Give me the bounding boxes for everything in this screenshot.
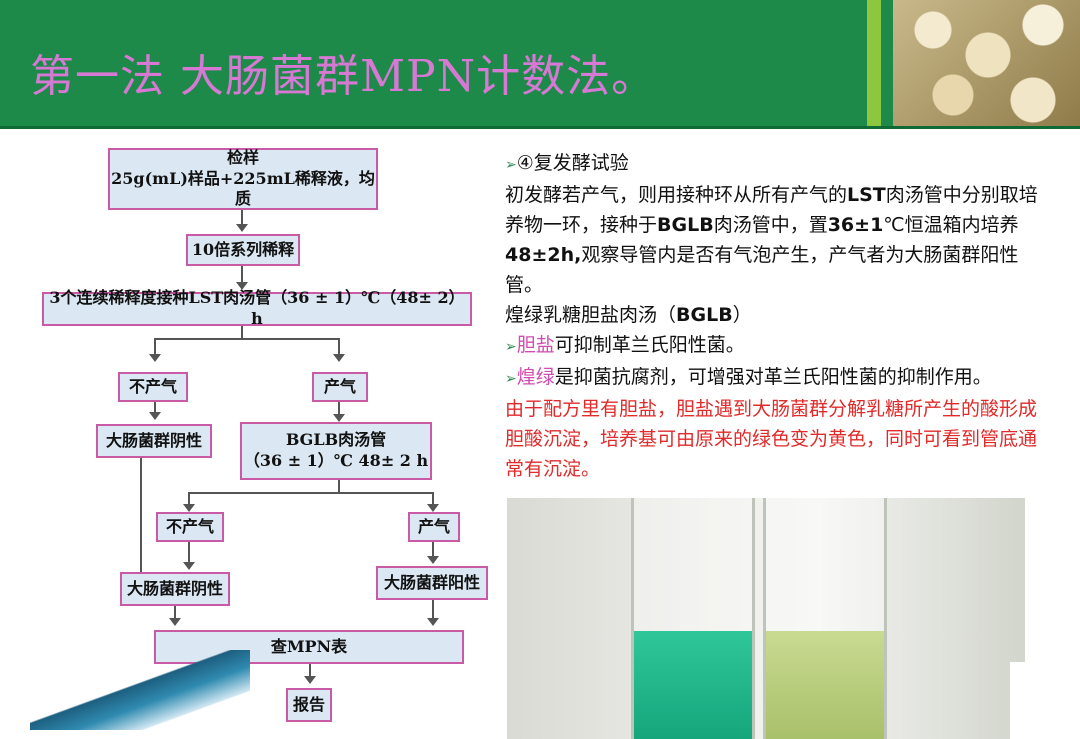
flow-text: 大肠菌群阴性 [126, 578, 223, 598]
down-arrow-icon [149, 412, 161, 420]
mushroom-photo [893, 0, 1080, 126]
down-arrow-icon [236, 224, 248, 232]
flow-box-report: 报告 [286, 688, 332, 722]
test-tube-yellow [763, 498, 887, 739]
header-divider [0, 126, 1080, 129]
flow-text: 不产气 [165, 516, 214, 536]
flow-box-positive: 大肠菌群阳性 [376, 566, 488, 600]
down-arrow-icon [427, 504, 439, 512]
flow-text: 不产气 [128, 376, 177, 396]
down-arrow-icon [169, 618, 181, 626]
bullet-arrow-icon: ➢ [505, 339, 517, 355]
down-arrow-icon [304, 676, 316, 684]
test-tube-green [631, 498, 755, 739]
flow-text: （36 ± 1）℃ 48± 2 h [243, 451, 429, 470]
bglb-name: 煌绿乳糖胆盐肉汤（BGLB） [505, 304, 752, 326]
flow-text: 检样 [226, 147, 259, 167]
down-arrow-icon [333, 414, 345, 422]
red-note: 由于配方里有胆盐，胆盐遇到大肠菌群分解乳糖所产生的酸形成胆酸沉淀，培养基可由原来… [505, 398, 1038, 480]
flow-text: 大肠菌群阴性 [105, 430, 202, 450]
bullet-arrow-icon: ➢ [505, 157, 517, 173]
down-arrow-icon [183, 504, 195, 512]
down-arrow-icon [149, 354, 161, 362]
down-arrow-icon [236, 282, 248, 290]
test-tube-photo [507, 498, 1025, 739]
flow-box-inoculate: 3个连续稀释度接种LST肉汤管（36 ± 1）℃（48± 2）h [42, 288, 472, 328]
decorative-corner [30, 650, 250, 730]
section-heading: ➢④复发酵试验 [505, 152, 629, 174]
flow-box-negative-2: 大肠菌群阴性 [120, 572, 230, 606]
flow-box-no-gas: 不产气 [118, 372, 188, 402]
flow-text: 25g(mL)样品+225mL稀释液，均质 [111, 168, 375, 209]
flow-text: 报告 [292, 694, 325, 714]
flow-box-negative: 大肠菌群阴性 [96, 424, 212, 458]
flow-box-no-gas-2: 不产气 [156, 512, 224, 542]
flow-text: 3个连续稀释度接种LST肉汤管（36 ± 1）℃（48± 2）h [49, 288, 465, 328]
flow-box-gas-2: 产气 [408, 512, 460, 542]
flow-text: 产气 [323, 376, 356, 396]
down-arrow-icon [183, 562, 195, 570]
flow-box-gas: 产气 [312, 372, 368, 402]
down-arrow-icon [333, 354, 345, 362]
blank-area [1010, 662, 1080, 739]
flow-text: BGLB肉汤管 [285, 430, 387, 450]
header-accent-bar [867, 0, 881, 126]
flow-text: 10倍系列稀释 [191, 239, 295, 259]
bullet-brilliant-green: ➢煌绿是抑菌抗腐剂，可增强对革兰氏阳性菌的抑制作用。 [505, 366, 992, 388]
flow-text: 产气 [417, 516, 450, 536]
down-arrow-icon [427, 618, 439, 626]
bullet-bile-salt: ➢胆盐可抑制革兰氏阳性菌。 [505, 334, 745, 356]
header-banner [0, 0, 893, 126]
bullet-arrow-icon: ➢ [505, 371, 517, 387]
flow-box-dilution: 10倍系列稀释 [186, 234, 300, 266]
flow-box-bglb: BGLB肉汤管 （36 ± 1）℃ 48± 2 h [240, 422, 432, 480]
flow-text: 查MPN表 [270, 636, 348, 656]
paragraph-method: 初发酵若产气，则用接种环从所有产气的LST肉汤管中分别取培养物一环，接种于BGL… [505, 184, 1038, 296]
content-text: ➢④复发酵试验 初发酵若产气，则用接种环从所有产气的LST肉汤管中分别取培养物一… [505, 148, 1045, 484]
down-arrow-icon [427, 556, 439, 564]
slide-title: 第一法 大肠菌群MPN计数法。 [30, 51, 657, 102]
flowchart: 检样 25g(mL)样品+225mL稀释液，均质 10倍系列稀释 3个连续稀释度… [30, 130, 500, 730]
flow-text: 大肠菌群阳性 [383, 572, 480, 592]
flow-box-sample: 检样 25g(mL)样品+225mL稀释液，均质 [108, 148, 378, 210]
